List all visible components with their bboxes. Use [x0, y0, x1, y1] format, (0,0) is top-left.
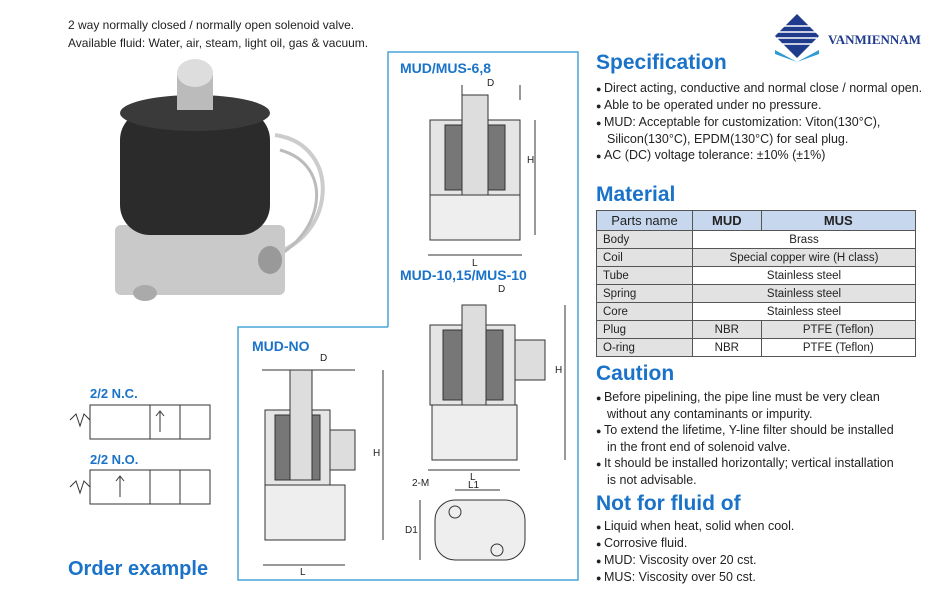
list-item: Before pipelining, the pipe line must be… [596, 389, 906, 422]
list-item: Liquid when heat, solid when cool. [596, 518, 926, 535]
cell: Core [596, 302, 693, 321]
list-item: MUS: Viscosity over 50 cst. [596, 569, 926, 586]
dim-label: D [487, 78, 495, 89]
dim-label: H [555, 365, 563, 376]
header-cell: MUS [760, 210, 917, 231]
caution-heading: Caution [596, 362, 675, 385]
dim-label: L [300, 567, 306, 578]
cell: O-ring [596, 338, 693, 357]
spec-heading: Specification [596, 51, 727, 74]
header-cell: Parts name [596, 210, 693, 231]
symbol-nc-label: 2/2 N.C. [90, 386, 138, 401]
dim-label: D [498, 284, 506, 295]
diagram-title: MUD/MUS-6,8 [400, 60, 492, 76]
cell: Stainless steel [692, 266, 916, 285]
cell: Coil [596, 248, 693, 267]
intro-text: 2 way normally closed / normally open so… [68, 16, 368, 52]
cell: Body [596, 230, 693, 249]
cell: PTFE (Teflon) [760, 320, 917, 339]
spec-list: Direct acting, conductive and normal clo… [596, 80, 926, 164]
dim-label: L1 [468, 480, 480, 491]
list-item: MUD: Viscosity over 20 cst. [596, 552, 926, 569]
dim-label: L [470, 472, 476, 483]
cell: Stainless steel [692, 284, 916, 303]
dim-label: H [527, 155, 535, 166]
cell: Special copper wire (H class) [692, 248, 916, 267]
list-item: Direct acting, conductive and normal clo… [596, 80, 926, 97]
not-for-fluid-heading: Not for fluid of [596, 492, 741, 515]
order-example-heading: Order example [68, 558, 209, 580]
dim-label: 2-M [412, 478, 430, 489]
cell: NBR [692, 320, 762, 339]
intro-line: 2 way normally closed / normally open so… [68, 18, 355, 32]
cell: Plug [596, 320, 693, 339]
diagram-frame [69, 51, 579, 581]
list-item: To extend the lifetime, Y-line filter sh… [596, 422, 906, 455]
dim-label: D [320, 353, 328, 364]
header-cell: MUD [692, 210, 762, 231]
list-item: AC (DC) voltage tolerance: ±10% (±1%) [596, 147, 926, 164]
dim-label: D1 [405, 525, 418, 536]
dim-label: H [373, 448, 381, 459]
list-item: MUD: Acceptable for customization: Viton… [596, 114, 926, 147]
logo-text: VANMIENNAM [828, 32, 921, 47]
caution-list: Before pipelining, the pipe line must be… [596, 389, 906, 488]
not-for-fluid-list: Liquid when heat, solid when cool. Corro… [596, 518, 926, 586]
list-item: It should be installed horizontally; ver… [596, 455, 906, 488]
dim-label: L [472, 258, 478, 269]
list-item: Corrosive fluid. [596, 535, 926, 552]
cell: NBR [692, 338, 762, 357]
cell: Stainless steel [692, 302, 916, 321]
material-heading: Material [596, 183, 676, 206]
cell: Spring [596, 284, 693, 303]
valve-photo [115, 59, 325, 301]
diagram-title: MUD-10,15/MUS-10 [400, 267, 527, 283]
intro-line: Available fluid: Water, air, steam, ligh… [68, 36, 369, 50]
symbol-no-label: 2/2 N.O. [90, 452, 139, 467]
cell: Brass [692, 230, 916, 249]
cell: Tube [596, 266, 693, 285]
diagram-title: MUD-NO [252, 338, 310, 354]
list-item: Able to be operated under no pressure. [596, 97, 926, 114]
cell: PTFE (Teflon) [760, 338, 917, 357]
logo-icon [775, 14, 819, 62]
